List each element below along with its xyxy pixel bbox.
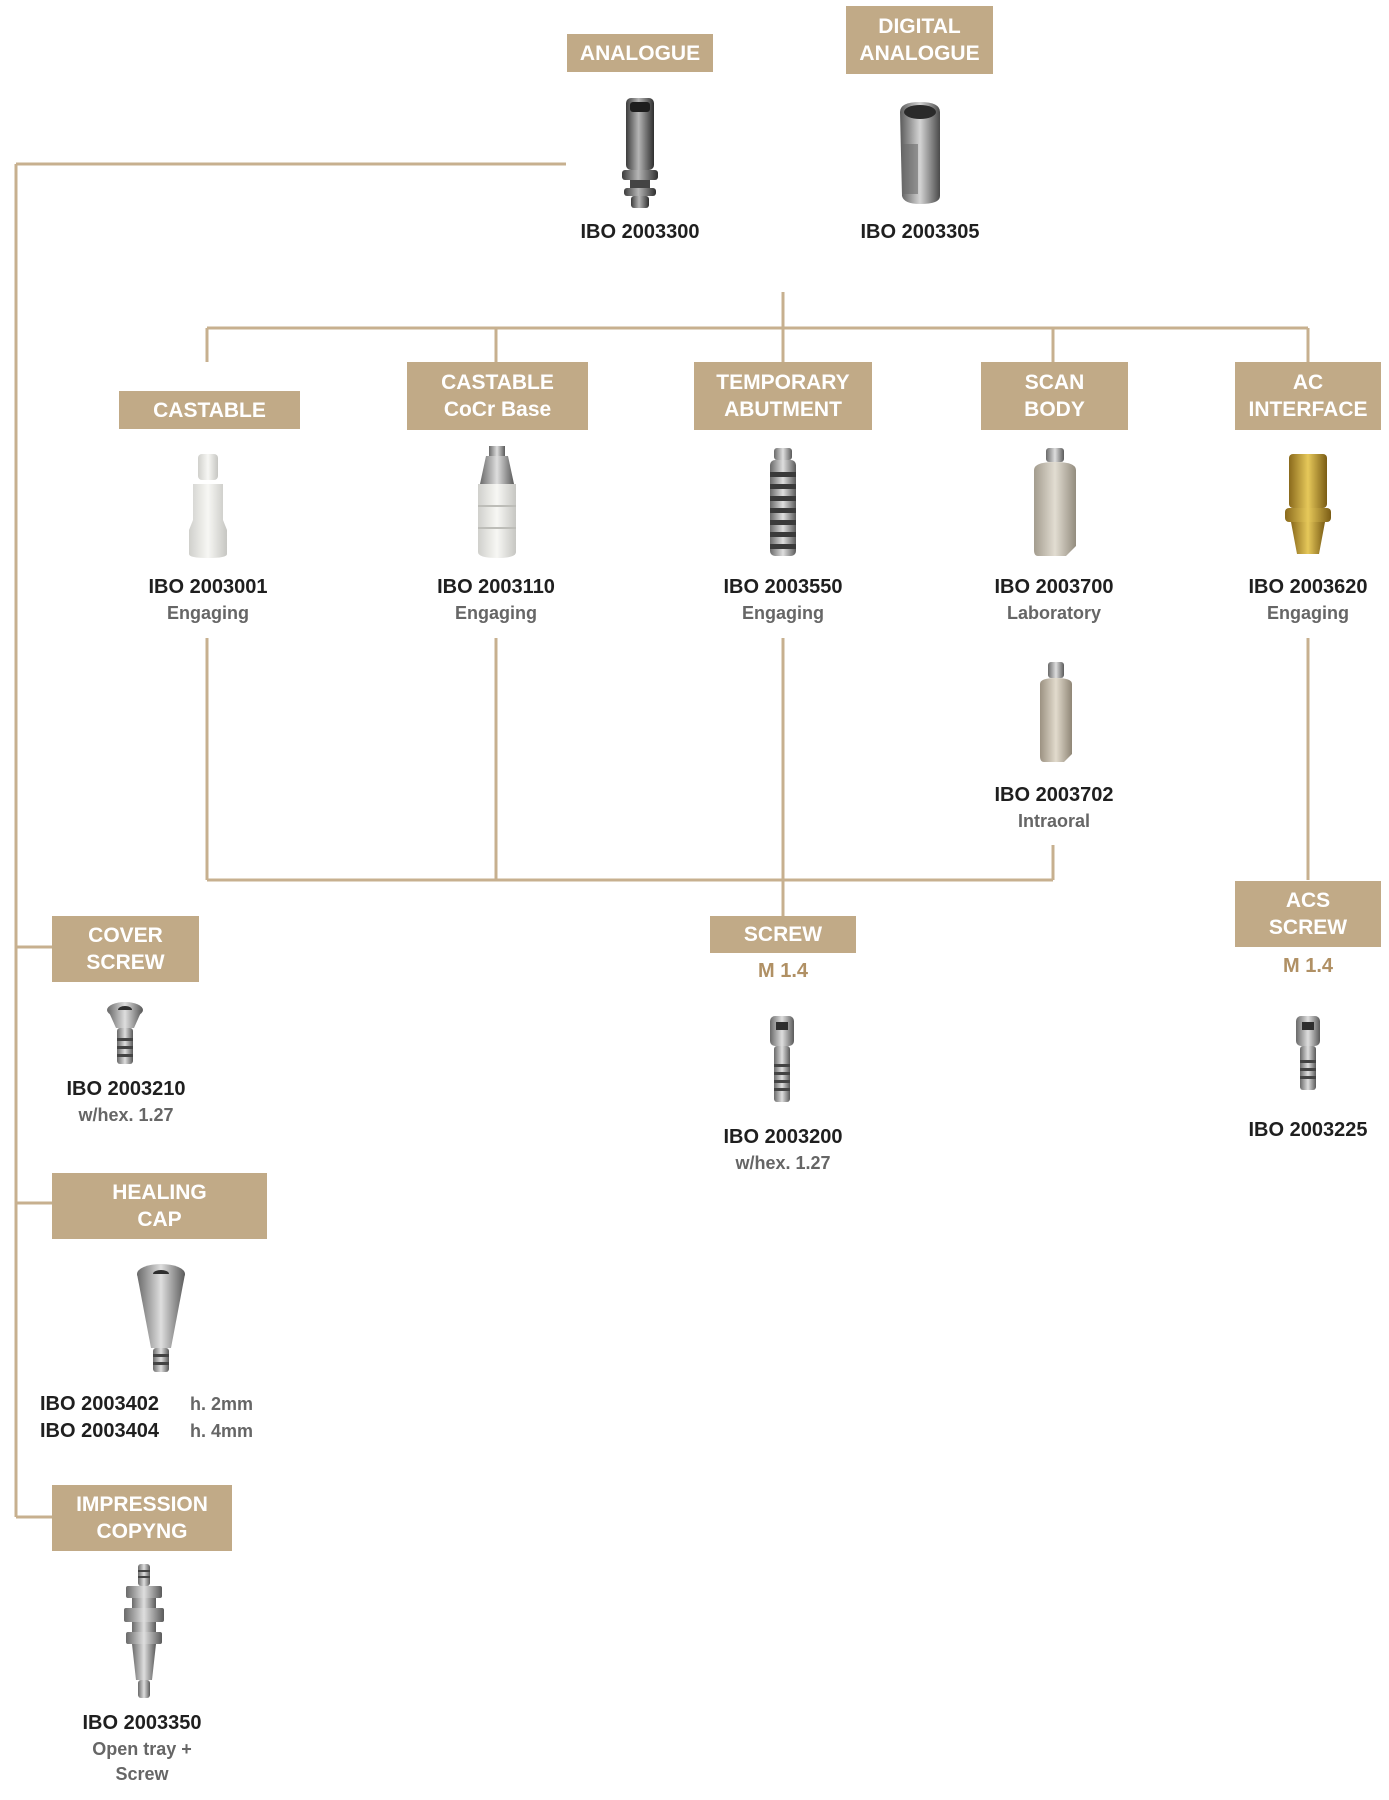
scan-body-icon [1034,448,1076,556]
acs-screw-spec: M 1.4 [1282,955,1334,977]
castable-cocr-label: CASTABLE CoCr Base [407,362,588,430]
healing-cap-height-1: h. 2mm [190,1394,254,1414]
scan-body-sub: Laboratory [1006,603,1102,623]
cover-screw-code: IBO 2003210 [66,1078,186,1100]
impression-coping-icon [124,1564,164,1698]
acs-screw-code: IBO 2003225 [1248,1119,1368,1141]
impression-copying-sub-1: Open tray + [92,1739,192,1759]
screw-icon [770,1016,794,1102]
castable-cocr-code: IBO 2003110 [437,576,555,598]
screw-label: SCREW [710,916,856,953]
scan-body-intraoral-sub: Intraoral [1017,811,1091,831]
temporary-abutment-label: TEMPORARY ABUTMENT [694,362,872,430]
healing-cap-icon [137,1264,185,1372]
cover-screw-icon [107,1002,143,1064]
healing-cap-label: HEALING CAP [52,1173,267,1239]
castable-cocr-icon [478,446,516,558]
castable-cocr-sub: Engaging [455,603,537,623]
ac-interface-label: AC INTERFACE [1235,362,1381,430]
impression-copying-sub-2: Screw [115,1764,169,1784]
castable-label: CASTABLE [119,391,300,429]
castable-icon [189,454,227,558]
ac-interface-icon [1285,454,1331,554]
castable-code: IBO 2003001 [148,576,268,598]
impression-copying-label: IMPRESSION COPYNG [52,1485,232,1551]
screw-sub: w/hex. 1.27 [735,1153,831,1173]
temporary-abutment-sub: Engaging [742,603,824,623]
digital-analogue-label: DIGITAL ANALOGUE [846,6,993,74]
impression-copying-code: IBO 2003350 [82,1712,202,1734]
scan-body-intraoral-icon [1040,662,1072,762]
acs-screw-icon [1296,1016,1320,1090]
acs-screw-label: ACS SCREW [1235,881,1381,947]
scan-body-intraoral-code: IBO 2003702 [994,784,1114,806]
cover-screw-label: COVER SCREW [52,916,199,982]
temporary-abutment-icon [770,448,796,556]
analogue-code: IBO 2003300 [580,221,700,243]
digital-analogue-code: IBO 2003305 [860,221,980,243]
healing-cap-height-2: h. 4mm [190,1421,254,1441]
ac-interface-sub: Engaging [1267,603,1349,623]
screw-spec: M 1.4 [757,960,809,982]
healing-cap-code-2: IBO 2003404 [40,1420,159,1442]
analogue-label: ANALOGUE [567,34,713,72]
screw-code: IBO 2003200 [723,1126,843,1148]
healing-cap-code-1: IBO 2003402 [40,1393,159,1415]
cover-screw-sub: w/hex. 1.27 [78,1105,174,1125]
scan-body-label: SCAN BODY [981,362,1128,430]
scan-body-code: IBO 2003700 [994,576,1114,598]
temporary-abutment-code: IBO 2003550 [723,576,843,598]
analogue-icon [622,98,658,208]
castable-sub: Engaging [167,603,249,623]
digital-analogue-icon [900,102,940,204]
ac-interface-code: IBO 2003620 [1248,576,1368,598]
